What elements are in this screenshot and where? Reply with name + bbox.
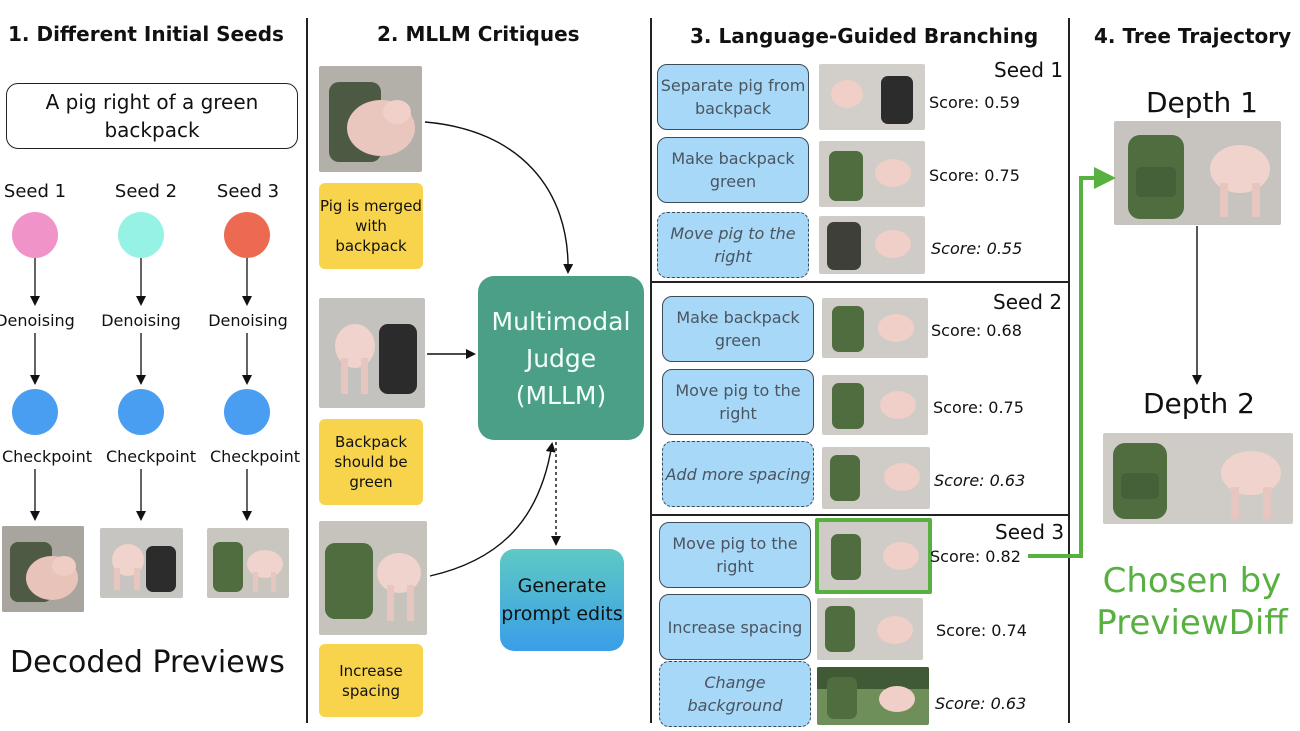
seed-3-noise-circle — [224, 212, 270, 258]
seed-2-preview-image — [100, 528, 183, 598]
branch-score: Score: 0.63 — [934, 471, 1026, 490]
branch-score: Score: 0.75 — [933, 398, 1024, 417]
critique-card-green: Backpack should be green — [319, 419, 423, 505]
branch-card: Make backpack green — [657, 137, 809, 203]
critique-image-2 — [319, 298, 425, 408]
branch-image — [817, 667, 929, 725]
generate-prompt-edits-box: Generate prompt edits — [500, 549, 624, 651]
seed-2-noise-circle — [118, 212, 164, 258]
seed-flow-arrows — [30, 258, 252, 521]
decoded-previews-caption: Decoded Previews — [10, 645, 285, 680]
group-3-seed-label: Seed 3 — [995, 520, 1065, 544]
branch-score: Score: 0.74 — [936, 621, 1027, 640]
group-divider-1 — [651, 281, 1069, 283]
seed-2-checkpoint-label: Checkpoint — [105, 447, 197, 466]
branch-image — [822, 447, 930, 509]
critique-card-merged: Pig is merged with backpack — [319, 183, 423, 269]
column-divider-1 — [306, 18, 308, 723]
seed-1-checkpoint-label: Checkpoint — [1, 447, 93, 466]
critique-to-judge-arrows — [424, 121, 574, 577]
depth-2-image — [1103, 433, 1293, 524]
branch-image — [822, 375, 928, 435]
depth-1-image — [1114, 121, 1281, 225]
seed-1-noise-circle — [12, 212, 58, 258]
branch-score: Score: 0.59 — [929, 93, 1020, 112]
seed-2-label: Seed 2 — [114, 181, 178, 202]
chosen-by-previewdiff-caption: Chosen by PreviewDiff — [1096, 561, 1288, 643]
branch-card-dashed: Add more spacing — [662, 441, 814, 507]
seed-3-checkpoint-circle — [224, 389, 270, 435]
depth-2-label: Depth 2 — [1143, 387, 1255, 420]
prompt-box: A pig right of a green backpack — [6, 83, 298, 149]
depth-1-label: Depth 1 — [1146, 86, 1258, 119]
branch-card-dashed: Move pig to the right — [657, 212, 809, 278]
branch-image — [822, 298, 928, 358]
branch-image-chosen — [815, 518, 932, 594]
column-divider-2 — [650, 18, 652, 723]
group-1-seed-label: Seed 1 — [994, 58, 1064, 82]
branch-score: Score: 0.55 — [931, 239, 1023, 258]
branch-image — [817, 598, 923, 660]
branch-card-dashed: Change background — [659, 661, 811, 727]
seed-2-denoising-label: Denoising — [101, 311, 181, 330]
group-divider-2 — [651, 514, 1069, 516]
branch-image — [819, 216, 925, 274]
group-2-seed-label: Seed 2 — [993, 290, 1063, 314]
branch-score: Score: 0.68 — [931, 321, 1022, 340]
branch-card: Move pig to the right — [662, 369, 814, 435]
branch-image — [819, 64, 925, 130]
seed-3-checkpoint-label: Checkpoint — [209, 447, 301, 466]
seed-2-checkpoint-circle — [118, 389, 164, 435]
header-branching: 3. Language-Guided Branching — [690, 24, 1039, 48]
column-divider-3 — [1068, 18, 1070, 723]
chosen-path-arrow — [1028, 167, 1116, 558]
seed-1-label: Seed 1 — [3, 181, 67, 202]
branch-card: Move pig to the right — [659, 522, 811, 588]
branch-card: Make backpack green — [662, 296, 814, 362]
header-mllm-critiques: 2. MLLM Critiques — [377, 22, 580, 46]
seed-3-label: Seed 3 — [216, 181, 280, 202]
branch-score: Score: 0.75 — [929, 166, 1020, 185]
branch-image — [819, 141, 925, 207]
critique-card-spacing: Increase spacing — [319, 644, 423, 717]
multimodal-judge-box: Multimodal Judge (MLLM) — [478, 276, 644, 440]
branch-card: Increase spacing — [659, 594, 811, 660]
seed-1-preview-image — [2, 526, 84, 612]
seed-1-checkpoint-circle — [12, 389, 58, 435]
branch-score: Score: 0.63 — [935, 694, 1027, 713]
seed-3-preview-image — [207, 528, 289, 598]
header-initial-seeds: 1. Different Initial Seeds — [8, 22, 284, 46]
branch-score: Score: 0.82 — [930, 547, 1021, 566]
critique-image-1 — [319, 66, 422, 172]
branch-card: Separate pig from backpack — [657, 64, 809, 130]
critique-image-3 — [319, 521, 427, 635]
seed-3-denoising-label: Denoising — [208, 311, 288, 330]
seed-1-denoising-label: Denoising — [0, 311, 75, 330]
header-tree-trajectory: 4. Tree Trajectory — [1094, 24, 1292, 48]
